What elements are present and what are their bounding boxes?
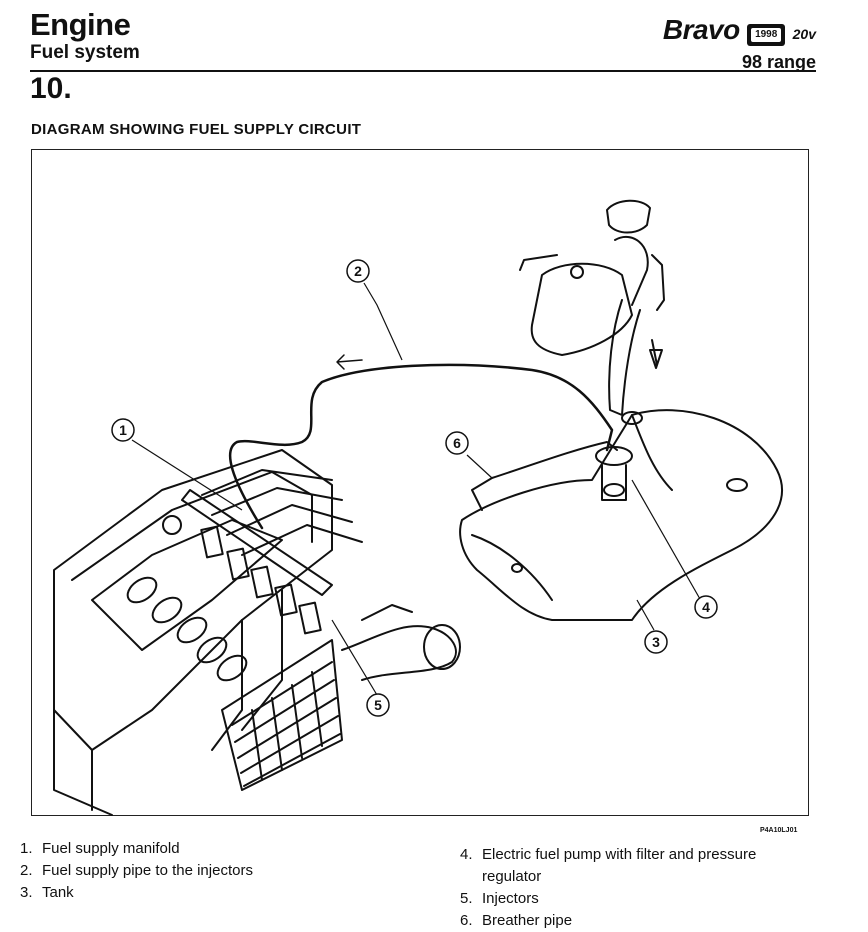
fuel-pump-drawing bbox=[595, 446, 633, 501]
legend-item: 4. Electric fuel pump with filter and pre… bbox=[460, 844, 812, 888]
variant-label: 20v bbox=[792, 26, 816, 42]
legend-number: 3. bbox=[20, 884, 33, 901]
legend-number: 1. bbox=[20, 840, 33, 857]
badge-year: 1998 bbox=[751, 27, 782, 42]
legend-text: Fuel supply manifold bbox=[42, 840, 180, 857]
tank-drawing bbox=[459, 409, 783, 621]
legend-text: Tank bbox=[42, 884, 74, 901]
legend-number: 5. bbox=[460, 890, 473, 907]
fuel-circuit-diagram: 1 2 3 4 5 6 bbox=[53, 199, 783, 816]
callout-marker bbox=[694, 595, 718, 619]
legend-text: Injectors bbox=[482, 890, 539, 907]
legend-item: 1. Fuel supply manifold bbox=[20, 838, 372, 860]
fuel-manifold-drawing bbox=[181, 489, 333, 635]
header-divider bbox=[30, 70, 816, 72]
legend-item: 5. Injectors bbox=[460, 888, 812, 910]
callout-marker bbox=[346, 259, 370, 283]
diagram-heading: DIAGRAM SHOWING FUEL SUPPLY CIRCUIT bbox=[31, 121, 362, 138]
breather-pipe-drawing bbox=[471, 441, 618, 511]
page-subtitle: Fuel system bbox=[30, 42, 140, 63]
engine-drawing bbox=[53, 449, 461, 816]
legend-text: Fuel supply pipe to the injectors bbox=[42, 862, 253, 879]
callout-1: 1 bbox=[119, 422, 127, 438]
legend-text: Breather pipe bbox=[482, 912, 573, 929]
legend-left: 1. Fuel supply manifold 2. Fuel supply pip… bbox=[20, 838, 372, 904]
legend-item: 6. Breather pipe bbox=[460, 910, 812, 932]
header-left: Engine Fuel system bbox=[30, 8, 140, 64]
legend-number: 6. bbox=[460, 912, 473, 929]
callout-marker bbox=[111, 418, 135, 442]
legend-item: 3. Tank bbox=[20, 882, 372, 904]
range-label: 98 range bbox=[741, 52, 816, 72]
callout-marker bbox=[445, 431, 469, 455]
callout-markers bbox=[111, 259, 718, 717]
legend-text: Electric fuel pump with filter and press… bbox=[482, 846, 757, 885]
supply-pipe-drawing bbox=[228, 363, 614, 530]
brand-name: Bravo bbox=[662, 14, 740, 45]
legend-right: 4. Electric fuel pump with filter and pre… bbox=[460, 844, 812, 932]
page-title: Engine bbox=[30, 7, 131, 42]
callout-2: 2 bbox=[354, 263, 362, 279]
figure-reference: P4A10LJ01 bbox=[760, 827, 798, 834]
section-number: 10. bbox=[30, 72, 72, 105]
legend-number: 2. bbox=[20, 862, 33, 879]
filler-neck-drawing bbox=[519, 199, 665, 416]
legend-item: 2. Fuel supply pipe to the injectors bbox=[20, 860, 372, 882]
legend-number: 4. bbox=[460, 846, 473, 863]
callout-marker bbox=[644, 630, 668, 654]
diagram-frame: 1 2 3 4 5 6 bbox=[31, 149, 809, 816]
header-right: Bravo 1998 20v bbox=[663, 14, 816, 46]
flow-arrow bbox=[336, 354, 363, 370]
callout-marker bbox=[366, 693, 390, 717]
callout-5: 5 bbox=[374, 697, 382, 713]
callout-6: 6 bbox=[453, 435, 461, 451]
callout-4: 4 bbox=[702, 599, 710, 615]
car-icon: 1998 bbox=[747, 23, 786, 46]
callout-3: 3 bbox=[652, 634, 660, 650]
